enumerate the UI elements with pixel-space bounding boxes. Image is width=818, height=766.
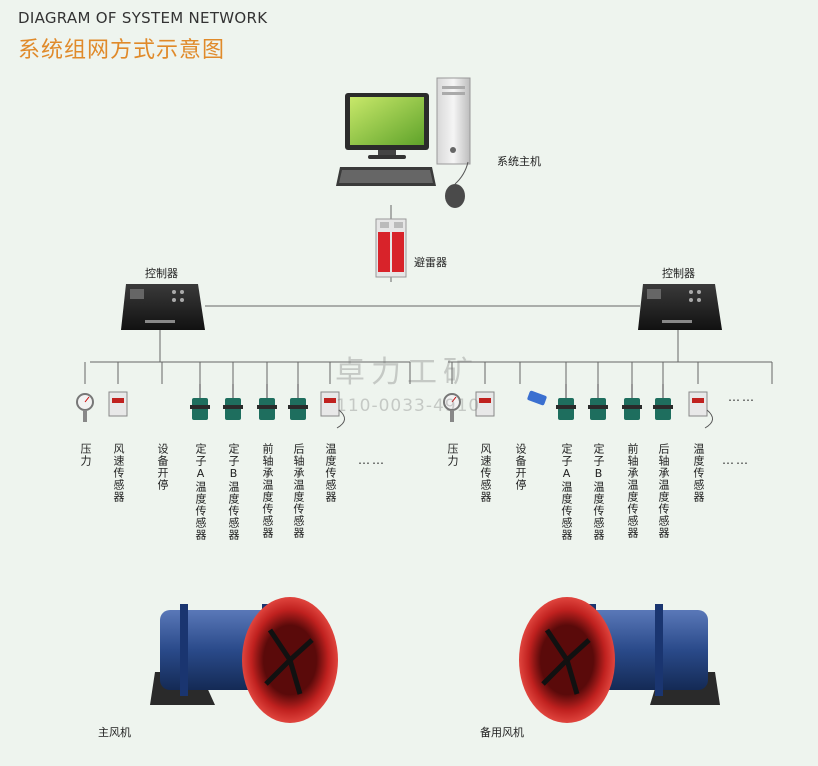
sensor-icon-box-probe (688, 391, 713, 429)
sensor-label: 压力 (446, 443, 459, 467)
sensor-label: 前轴承温度传感器 (261, 443, 274, 539)
sensor-icon-probe (556, 384, 576, 420)
sensor-label: 温度传感器 (324, 443, 337, 503)
lightning-arrester-icon (375, 218, 407, 278)
sensor-icon-probe (653, 384, 673, 420)
arrester-label: 避雷器 (414, 256, 447, 269)
main-fan-icon (150, 597, 338, 723)
watermark-text: 卓力工矿 (335, 355, 479, 390)
backup-fan-icon (519, 597, 720, 723)
sensor-icon-probe (588, 384, 608, 420)
ellipsis-right: …… (722, 453, 750, 467)
sensors-left (76, 362, 411, 429)
controller-right-label: 控制器 (662, 267, 695, 280)
main-fan-label: 主风机 (98, 726, 131, 739)
controller-left-label: 控制器 (145, 267, 178, 280)
host-label: 系统主机 (497, 155, 541, 168)
sensor-label: 定子A温度传感器 (560, 443, 573, 541)
wiring (90, 205, 772, 363)
sensor-icon-probe (288, 384, 308, 420)
sensor-label: 定子A温度传感器 (194, 443, 207, 541)
sensor-label: 定子B温度传感器 (592, 443, 605, 541)
sensor-icon-box (475, 391, 495, 417)
sensor-label: 风速传感器 (112, 443, 125, 503)
sensors-right (443, 362, 773, 429)
ellipsis-right-top: …… (728, 390, 756, 404)
sensor-icon-probe (257, 384, 277, 420)
sensor-icon-box (108, 391, 128, 417)
sensor-label: 后轴承温度传感器 (657, 443, 670, 539)
sensor-label: 风速传感器 (479, 443, 492, 503)
sensor-label: 温度传感器 (692, 443, 705, 503)
watermark-number: 110-0033-4910 (336, 396, 481, 416)
controller-right-icon (638, 284, 722, 330)
sensor-icon-gauge (443, 393, 461, 422)
sensor-label: 设备开停 (514, 443, 527, 491)
sensor-label: 前轴承温度传感器 (626, 443, 639, 539)
title-english: DIAGRAM OF SYSTEM NETWORK (18, 9, 268, 27)
computer-icon (336, 77, 471, 208)
title-chinese: 系统组网方式示意图 (18, 38, 226, 63)
sensor-icon-probe (190, 384, 210, 420)
sensor-icon-probe (622, 384, 642, 420)
backup-fan-label: 备用风机 (480, 726, 524, 739)
sensor-label: 设备开停 (156, 443, 169, 491)
controller-left-icon (121, 284, 205, 330)
sensor-label: 定子B温度传感器 (227, 443, 240, 541)
switch-device-icon (527, 390, 547, 406)
sensor-label: 压力 (79, 443, 92, 467)
sensor-icon-probe (223, 384, 243, 420)
sensor-label: 后轴承温度传感器 (292, 443, 305, 539)
ellipsis-left: …… (358, 453, 386, 467)
sensor-icon-box-probe (320, 391, 345, 429)
sensor-icon-gauge (76, 393, 94, 422)
